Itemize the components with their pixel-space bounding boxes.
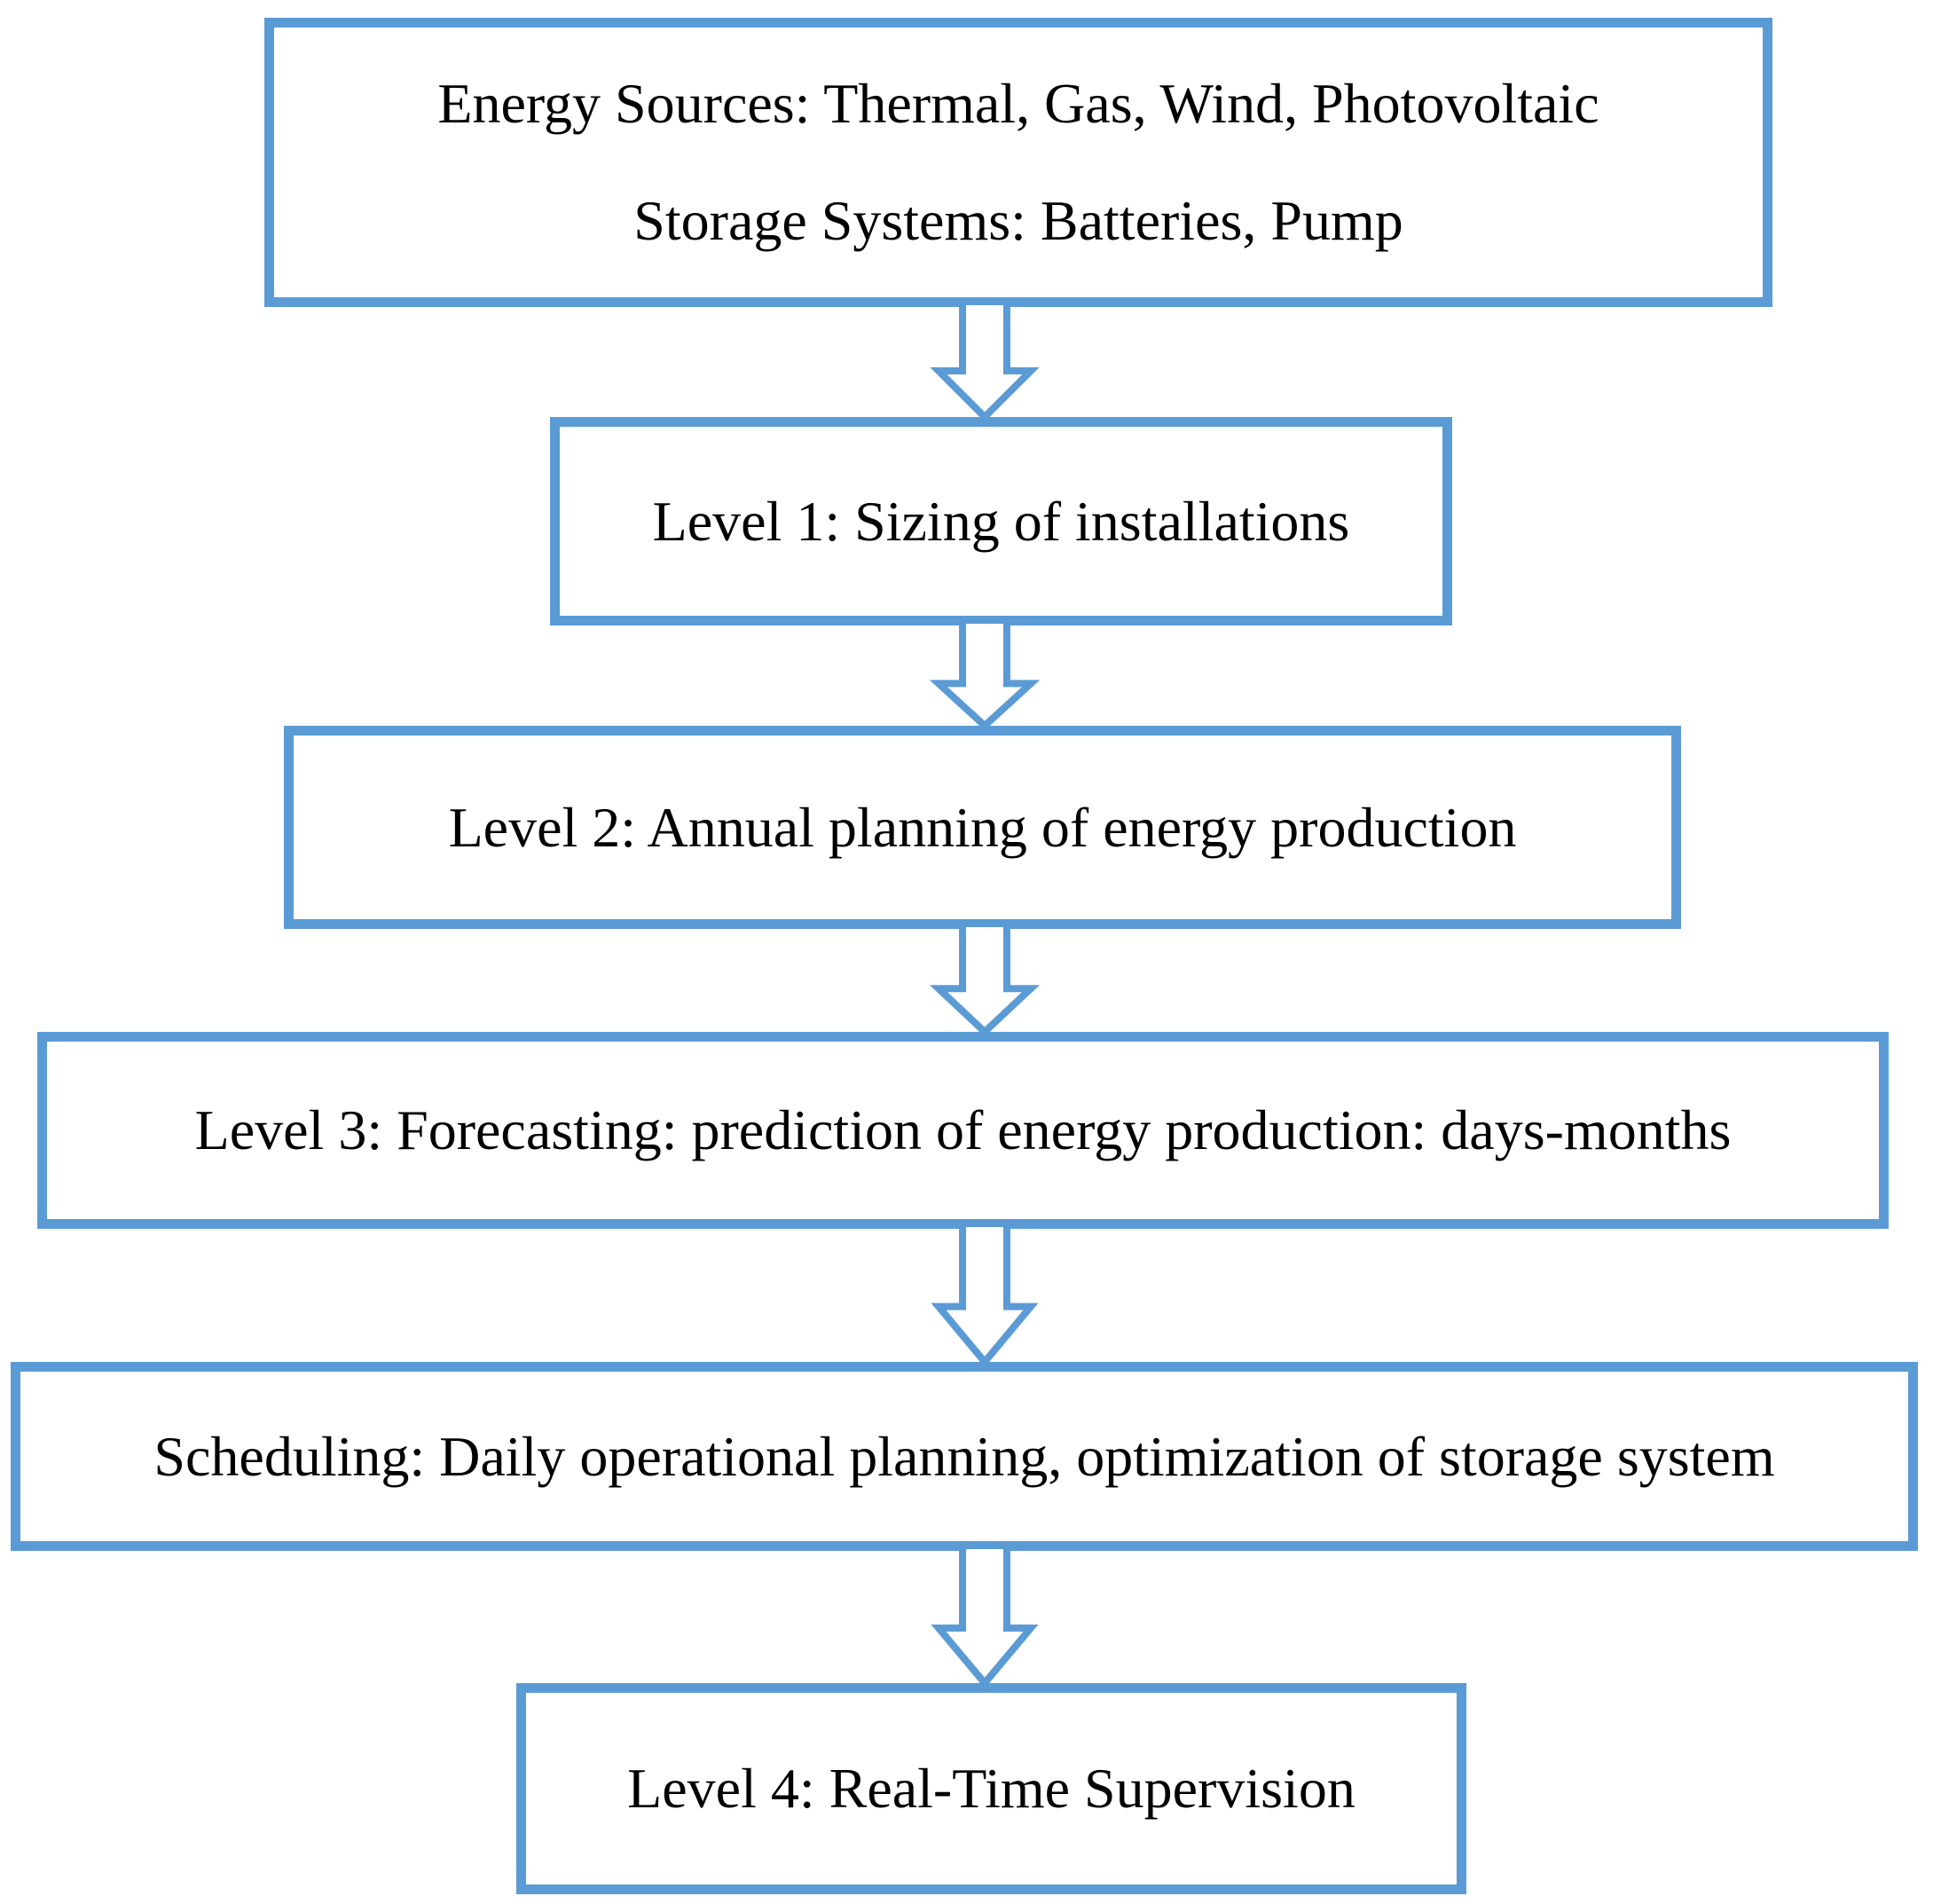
node-text: Level 3: Forecasting: prediction of ener… xyxy=(194,1098,1732,1162)
down-arrow-icon xyxy=(939,302,1031,417)
down-arrow-icon xyxy=(939,1546,1031,1683)
down-arrow-icon xyxy=(939,1223,1031,1362)
down-arrow-icon xyxy=(939,620,1031,726)
node-level-1: Level 1: Sizing of installations xyxy=(550,417,1452,625)
node-text: Level 4: Real-Time Supervision xyxy=(627,1757,1355,1821)
node-level-4: Level 4: Real-Time Supervision xyxy=(516,1683,1466,1894)
node-scheduling: Scheduling: Daily operational planning, … xyxy=(11,1362,1918,1551)
node-text: Level 2: Annual planning of energy produ… xyxy=(448,795,1517,859)
node-energy-sources: Energy Sources: Thermal, Gas, Wind, Phot… xyxy=(264,18,1772,307)
node-text: Scheduling: Daily operational planning, … xyxy=(153,1424,1775,1488)
node-text: Level 1: Sizing of installations xyxy=(652,489,1350,553)
node-level-2: Level 2: Annual planning of energy produ… xyxy=(284,726,1681,929)
node-level-3: Level 3: Forecasting: prediction of ener… xyxy=(37,1032,1889,1229)
node-text: Storage Systems: Batteries, Pump xyxy=(633,189,1403,252)
down-arrow-icon xyxy=(939,924,1031,1032)
node-text: Energy Sources: Thermal, Gas, Wind, Phot… xyxy=(437,72,1599,136)
